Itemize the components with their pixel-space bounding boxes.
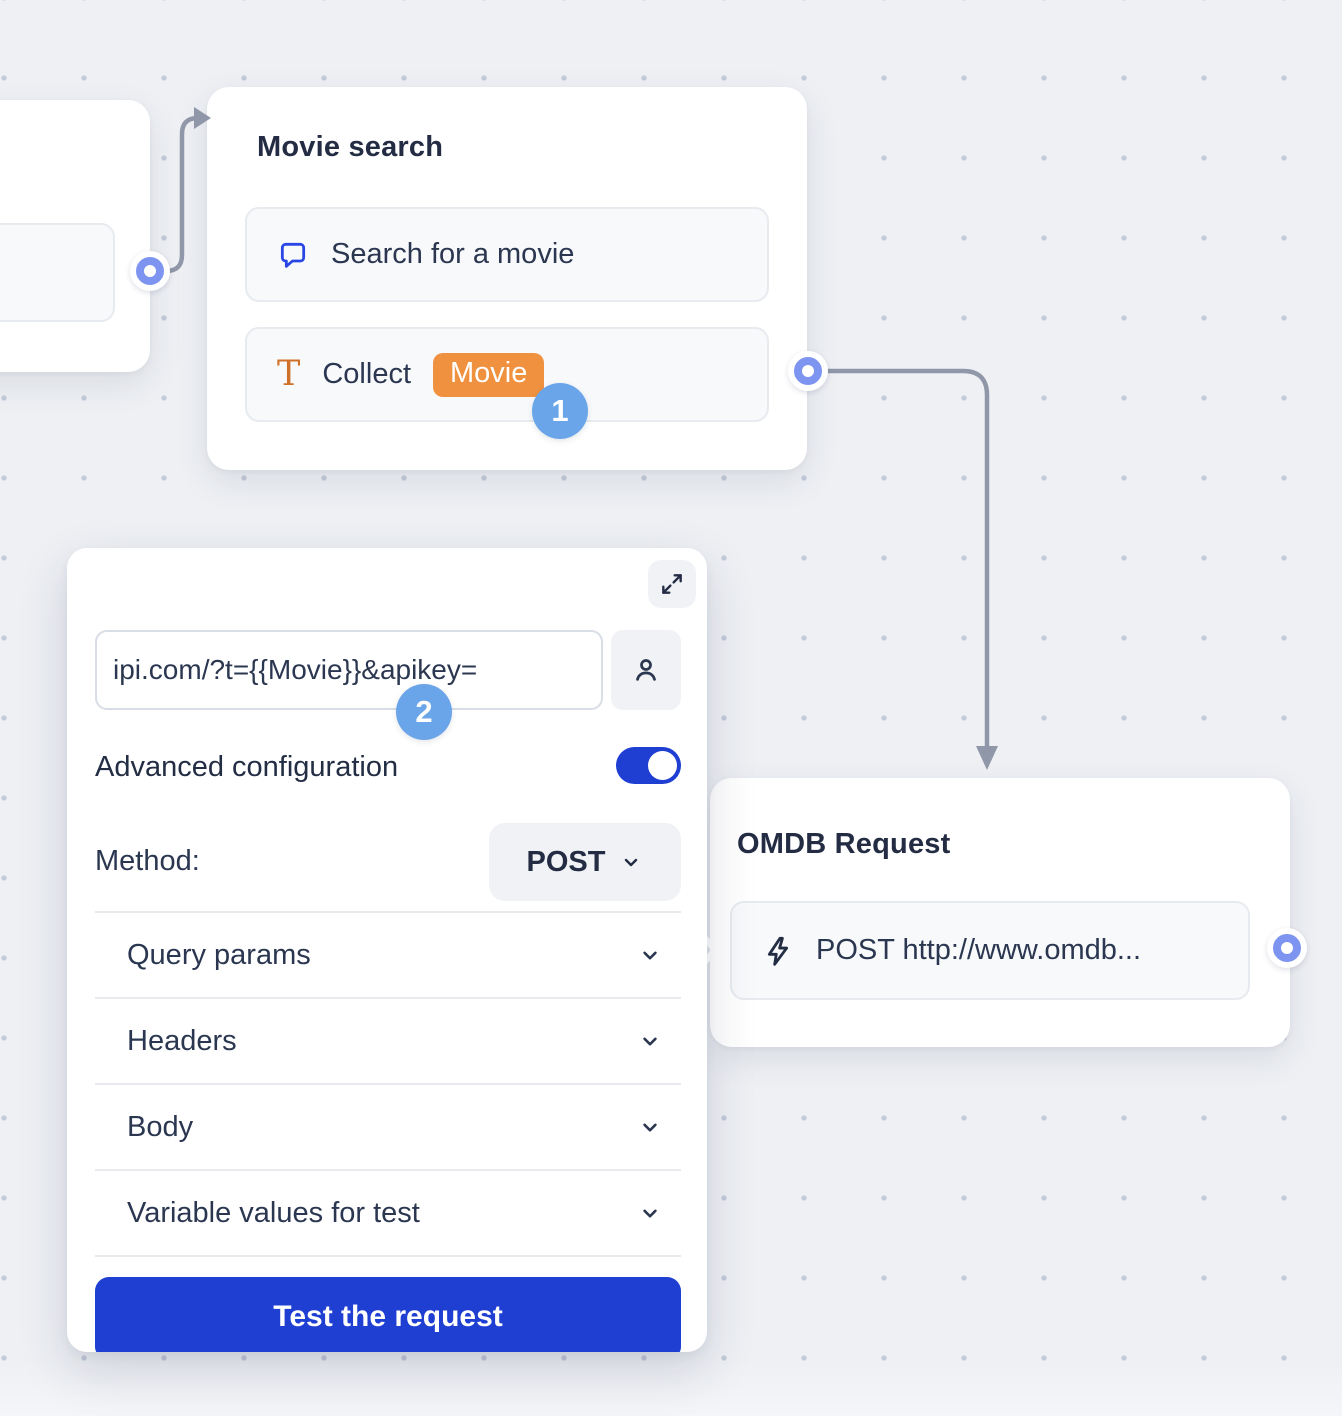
- connector-omdb-arrowhead: [976, 746, 998, 770]
- lightning-icon: [762, 935, 794, 967]
- partial-node-item[interactable]: [0, 223, 115, 322]
- omdb-request-node[interactable]: OMDB Request POST http://www.omdb...: [710, 778, 1290, 1047]
- section-list: Query params Headers Body: [95, 911, 681, 1257]
- partial-node[interactable]: [0, 100, 150, 372]
- canvas-bottom-fade: [0, 1360, 1342, 1416]
- advanced-configuration-toggle[interactable]: [616, 747, 681, 784]
- step-badge-2: 2: [396, 684, 452, 740]
- variable-tag-movie[interactable]: Movie: [433, 352, 545, 397]
- expand-button[interactable]: [648, 560, 696, 608]
- webhook-block[interactable]: POST http://www.omdb...: [730, 901, 1250, 1000]
- collect-block[interactable]: T Collect Movie: [245, 327, 769, 422]
- chevron-down-icon: [637, 1200, 663, 1226]
- test-request-button[interactable]: Test the request: [95, 1277, 681, 1352]
- advanced-configuration-label: Advanced configuration: [95, 751, 399, 783]
- movie-search-node[interactable]: Movie search Search for a movie T Collec…: [207, 87, 807, 470]
- omdb-output-port[interactable]: [1273, 934, 1301, 962]
- chevron-down-icon: [619, 850, 643, 874]
- method-label: Method:: [95, 845, 200, 877]
- question-label: Search for a movie: [331, 238, 575, 270]
- node-title: Movie search: [257, 131, 444, 163]
- section-variable-values[interactable]: Variable values for test: [95, 1169, 681, 1255]
- connector-left-to-movie: [147, 115, 202, 274]
- chat-bubble-icon: [277, 239, 309, 271]
- expand-icon: [659, 571, 685, 597]
- webhook-config-panel: Advanced configuration Method: POST Quer…: [67, 548, 707, 1352]
- method-select[interactable]: POST: [489, 823, 681, 901]
- section-body[interactable]: Body: [95, 1083, 681, 1169]
- node-title: OMDB Request: [737, 828, 951, 860]
- person-icon: [631, 655, 661, 685]
- chevron-down-icon: [637, 1114, 663, 1140]
- url-input[interactable]: [95, 630, 603, 710]
- chevron-down-icon: [637, 942, 663, 968]
- section-headers[interactable]: Headers: [95, 997, 681, 1083]
- insert-variable-button[interactable]: [611, 630, 681, 710]
- section-query-params[interactable]: Query params: [95, 911, 681, 997]
- method-value: POST: [526, 845, 606, 878]
- chevron-down-icon: [637, 1028, 663, 1054]
- question-block[interactable]: Search for a movie: [245, 207, 769, 302]
- collect-label: Collect: [322, 358, 412, 390]
- webhook-label: POST http://www.omdb...: [816, 934, 1142, 966]
- toggle-knob: [648, 751, 677, 780]
- step-badge-1: 1: [532, 383, 588, 439]
- connector-movie-to-omdb: [803, 368, 990, 751]
- movie-output-port[interactable]: [794, 357, 822, 385]
- text-format-icon: T: [277, 354, 301, 394]
- input-port-chevron: [700, 933, 718, 967]
- output-port[interactable]: [136, 257, 164, 285]
